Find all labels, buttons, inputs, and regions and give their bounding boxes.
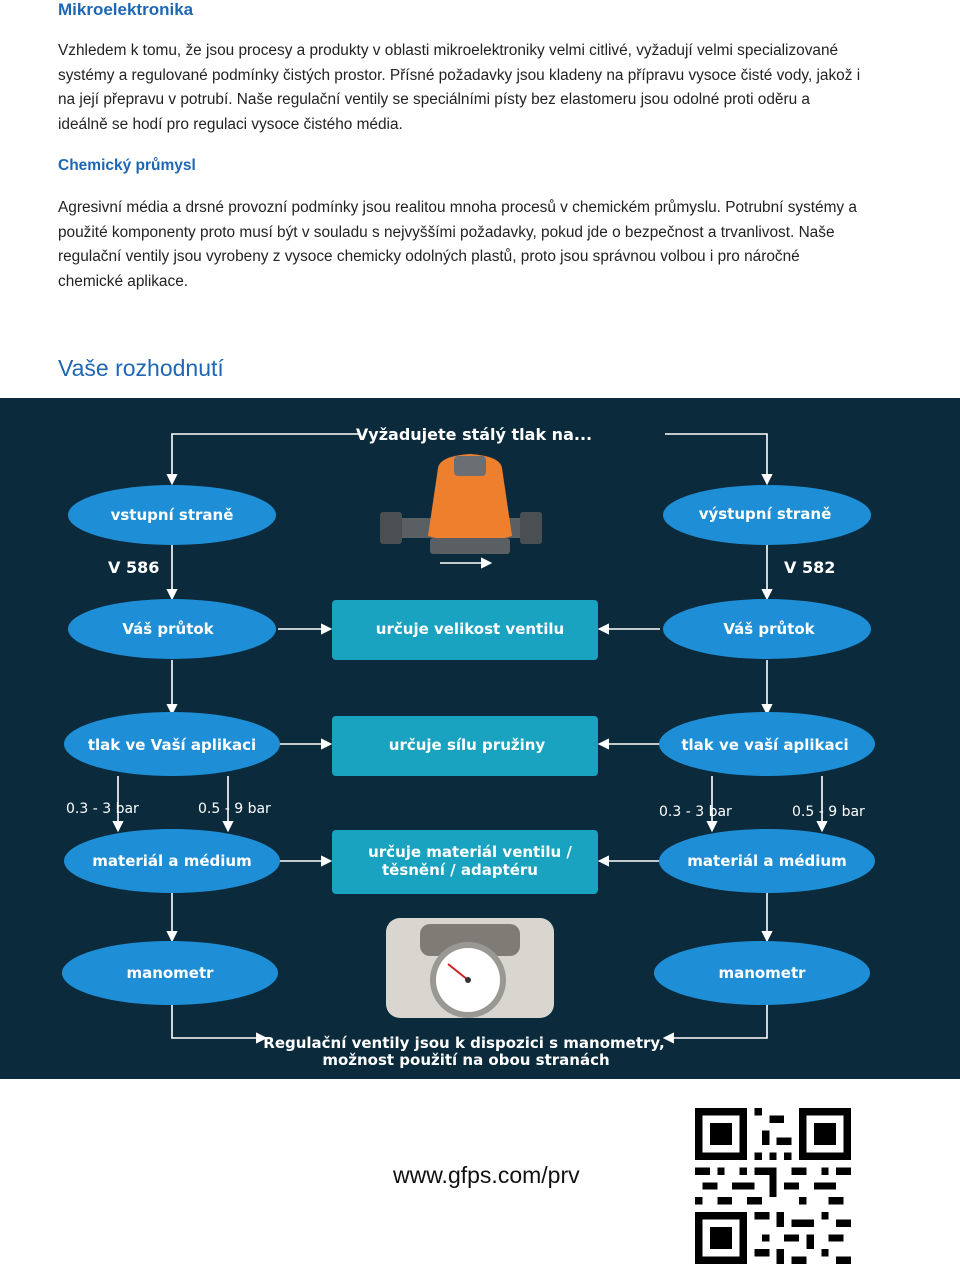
right-range-high: 0.5 - 9 bar [792, 804, 865, 820]
left-range-low: 0.3 - 3 bar [66, 801, 139, 817]
left-flow-ellipse: Váš průtok [68, 599, 276, 659]
question-title: Vyžadujete stálý tlak na... [356, 425, 592, 444]
heading-chemicky-prumysl: Chemický průmysl [58, 157, 196, 175]
center-spring-box: určuje sílu pružiny [332, 716, 598, 776]
right-side-label: výstupní straně [699, 505, 832, 523]
website-url[interactable]: www.gfps.com/prv [393, 1162, 580, 1189]
left-side-ellipse: vstupní straně [68, 485, 276, 545]
gauge-illustration [386, 918, 554, 1018]
right-pressure-ellipse: tlak ve vaší aplikaci [659, 712, 875, 776]
right-side-ellipse: výstupní straně [663, 485, 871, 545]
center-size-box: určuje velikost ventilu [332, 600, 598, 660]
text-line: použité komponenty proto musí být v soul… [58, 221, 908, 246]
text-line: na její přepravu v potrubí. Naše regulač… [58, 88, 908, 113]
text-line: Vzhledem k tomu, že jsou procesy a produ… [58, 39, 908, 64]
decision-diagram: Vyžadujete stálý tlak na... vstupní stra… [0, 398, 960, 1079]
left-side-label: vstupní straně [111, 506, 234, 524]
right-material-label: materiál a médium [687, 852, 846, 870]
left-flow-label: Váš průtok [122, 620, 214, 638]
heading-vase-rozhodnuti: Vaše rozhodnutí [58, 355, 224, 382]
left-model-label: V 586 [108, 558, 159, 577]
text-line: chemické aplikace. [58, 270, 908, 295]
left-material-ellipse: materiál a médium [64, 829, 280, 893]
center-material-line1: určuje materiál ventilu / [368, 843, 572, 861]
right-gauge-ellipse: manometr [654, 941, 870, 1005]
text-line: ideálně se hodí pro regulaci vysoce čist… [58, 113, 908, 138]
right-flow-label: Váš průtok [723, 620, 815, 638]
qr-code [695, 1108, 851, 1269]
center-spring-label: určuje sílu pružiny [389, 736, 546, 754]
paragraph-chemicky-prumysl: Agresivní média a drsné provozní podmínk… [58, 196, 908, 294]
valve-illustration [380, 454, 542, 563]
text-line: systémy a regulované podmínky čistých pr… [58, 64, 908, 89]
left-gauge-label: manometr [126, 964, 214, 982]
paragraph-mikroelektronika: Vzhledem k tomu, že jsou procesy a produ… [58, 39, 908, 137]
text-line: regulační ventily jsou vyrobeny z vysoce… [58, 245, 908, 270]
text-line: Agresivní média a drsné provozní podmínk… [58, 196, 908, 221]
center-size-label: určuje velikost ventilu [376, 620, 564, 638]
right-flow-ellipse: Váš průtok [663, 599, 871, 659]
left-material-label: materiál a médium [92, 852, 251, 870]
left-pressure-ellipse: tlak ve Vaší aplikaci [64, 712, 280, 776]
right-model-label: V 582 [784, 558, 835, 577]
bottom-note-line1: Regulační ventily jsou k dispozici s man… [263, 1034, 664, 1052]
bottom-note-line2: možnost použití na obou stranách [322, 1051, 609, 1069]
center-material-box: určuje materiál ventilu / těsnění / adap… [332, 830, 598, 894]
left-gauge-ellipse: manometr [62, 941, 278, 1005]
right-range-low: 0.3 - 3 bar [659, 804, 732, 820]
left-pressure-label: tlak ve Vaší aplikaci [88, 736, 256, 754]
center-material-line2: těsnění / adaptéru [382, 861, 538, 879]
arrow-gauge-right [665, 1004, 767, 1038]
right-gauge-label: manometr [718, 964, 806, 982]
arrow-to-right-side [665, 434, 767, 483]
left-range-high: 0.5 - 9 bar [198, 801, 271, 817]
right-material-ellipse: materiál a médium [659, 829, 875, 893]
right-pressure-label: tlak ve vaší aplikaci [681, 736, 848, 754]
arrow-to-left-side [172, 434, 360, 483]
heading-mikroelektronika: Mikroelektronika [58, 0, 193, 20]
arrow-gauge-left [172, 1004, 265, 1038]
